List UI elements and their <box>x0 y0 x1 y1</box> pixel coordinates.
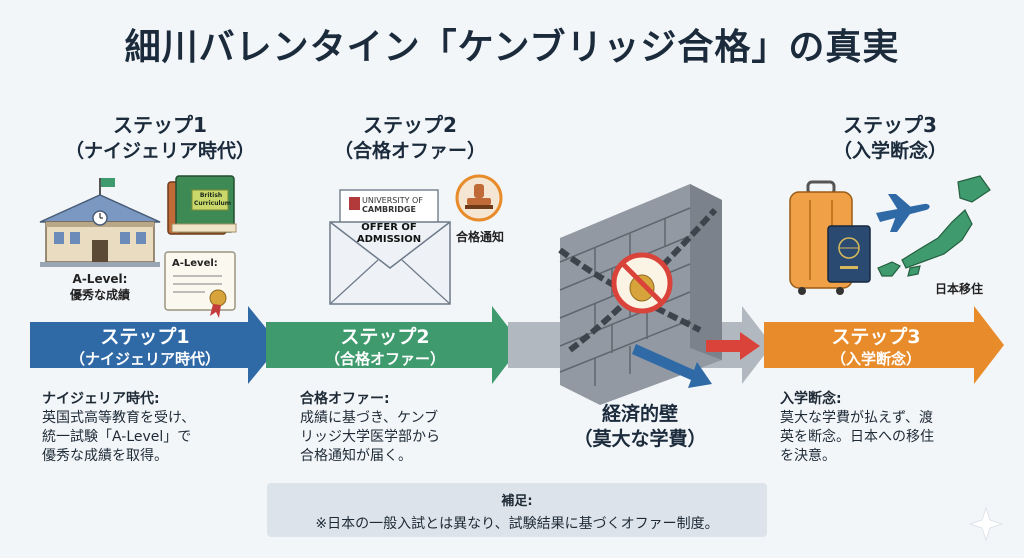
arrow-step1 <box>30 306 280 384</box>
step3-desc-head: 入学断念: <box>780 391 842 407</box>
step3-desc-line1: 莫大な学費が払えず、渡 <box>780 410 934 426</box>
economic-wall-title: 経済的壁 <box>601 403 678 425</box>
step1-heading-title: ステップ1 <box>113 113 207 137</box>
arrow-step3-label: ステップ3 （入学断念） <box>778 325 974 369</box>
arrow-step1-sub: （ナイジェリア時代） <box>69 350 220 368</box>
arrow-step2-label: ステップ2 （合格オファー） <box>280 325 490 369</box>
letter-offer-line1: OFFER OF <box>361 222 417 233</box>
step3-heading-sub: （入学断念） <box>832 140 947 162</box>
letter-university-line1: UNIVERSITY OF <box>362 196 423 205</box>
letter-offer-line2: ADMISSION <box>356 234 422 245</box>
step1-desc-line2: 統一試験「A-Level」で <box>42 429 192 445</box>
arrow-step1-title: ステップ1 <box>100 326 190 348</box>
page-title: 細川バレンタイン「ケンブリッジ合格」の真実 <box>124 27 900 68</box>
brick-wall-icon <box>558 184 722 405</box>
airplane-icon <box>876 194 930 232</box>
school-caption-line1: A-Level: <box>72 272 128 286</box>
letter-offer: OFFER OF ADMISSION <box>344 222 434 246</box>
step2-heading-title: ステップ2 <box>363 113 457 137</box>
arrow-step2-title: ステップ2 <box>340 326 430 348</box>
arrow-step2-sub: （合格オファー） <box>324 350 445 368</box>
sparkle-icon <box>968 506 1004 542</box>
step1-heading-sub: （ナイジェリア時代） <box>64 140 255 162</box>
arrow-step3-sub: （入学断念） <box>830 350 921 368</box>
letter-university: UNIVERSITY OF CAMBRIDGE <box>362 196 434 214</box>
step2-desc-line1: 成績に基づき、ケンブ <box>300 410 439 426</box>
blue-deflect-arrow <box>632 344 712 388</box>
step1-desc-line1: 英国式高等教育を受け、 <box>42 410 196 426</box>
step3-desc-line3: を決意。 <box>780 448 836 464</box>
step1-heading: ステップ1 （ナイジェリア時代） <box>60 112 260 164</box>
letter-university-line2: CAMBRIDGE <box>362 205 416 214</box>
stamp-caption: 合格通知 <box>455 230 504 244</box>
economic-wall-label: 経済的壁 （莫大な学費） <box>560 402 720 452</box>
certificate-label: A-Level: <box>172 258 218 269</box>
step2-heading: ステップ2 （合格オファー） <box>310 112 510 164</box>
japan-caption: 日本移住 <box>934 282 983 296</box>
arrow-step3-title: ステップ3 <box>831 326 921 348</box>
step2-description: 合格オファー: 成績に基づき、ケンブ リッジ大学医学部から 合格通知が届く。 <box>300 390 520 466</box>
step3-heading: ステップ3 （入学断念） <box>790 112 990 164</box>
book-label-line1: British <box>199 192 223 199</box>
offer-letter-icon <box>329 189 451 305</box>
supplement-note: 補足: ※日本の一般入試とは異なり、試験結果に基づくオファー制度。 <box>267 483 767 537</box>
step1-desc-head: ナイジェリア時代: <box>42 391 160 407</box>
japan-map-icon <box>877 175 991 277</box>
step3-desc-line2: 英を断念。日本への移住 <box>780 429 934 445</box>
step1-description: ナイジェリア時代: 英国式高等教育を受け、 統一試験「A-Level」で 優秀な… <box>42 390 262 466</box>
passport-icon <box>827 225 871 283</box>
economic-wall-sub: （莫大な学費） <box>573 428 707 450</box>
supplement-note-body: ※日本の一般入試とは異なり、試験結果に基づくオファー制度。 <box>315 516 719 532</box>
school-caption-line2: 優秀な成績 <box>69 288 130 302</box>
certificate-icon <box>164 251 236 318</box>
step2-desc-line3: 合格通知が届く。 <box>300 448 412 464</box>
school-icon <box>39 178 161 267</box>
step2-desc-head: 合格オファー: <box>300 391 390 407</box>
books-icon <box>167 175 237 235</box>
book-label-line2: Curriculum <box>194 200 232 207</box>
arrow-step1-label: ステップ1 （ナイジェリア時代） <box>40 325 250 369</box>
step3-description: 入学断念: 莫大な学費が払えず、渡 英を断念。日本への移住 を決意。 <box>780 390 1000 466</box>
step2-heading-sub: （合格オファー） <box>333 140 486 162</box>
stamp-icon <box>455 174 503 222</box>
arrow-step3 <box>764 306 1004 384</box>
book-label: British Curriculum <box>194 192 232 208</box>
red-arrow <box>706 332 760 360</box>
school-caption: A-Level: 優秀な成績 <box>40 271 160 303</box>
step3-heading-title: ステップ3 <box>843 113 937 137</box>
step1-desc-line3: 優秀な成績を取得。 <box>42 448 168 464</box>
supplement-note-heading: 補足: <box>501 494 533 509</box>
arrow-step2 <box>266 306 522 384</box>
step2-desc-line2: リッジ大学医学部から <box>300 429 440 445</box>
